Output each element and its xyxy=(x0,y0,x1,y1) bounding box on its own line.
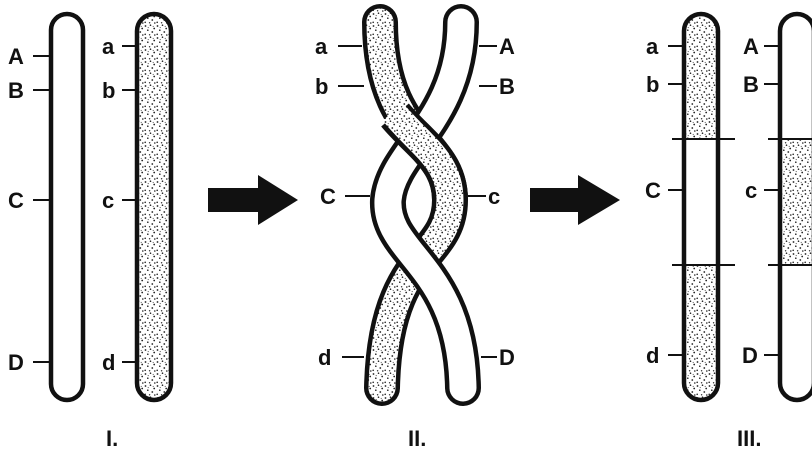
panel-3: a b C d A B c D III. xyxy=(645,14,812,451)
panel-2-locus-A: A xyxy=(499,34,515,59)
panel-3-locus-A: A xyxy=(743,34,759,59)
panel-1-locus-c: c xyxy=(102,188,114,213)
panel-1-locus-C: C xyxy=(8,188,24,213)
panel-1-left-locus-markers xyxy=(33,56,51,362)
panel-2-locus-c: c xyxy=(488,184,500,209)
panel-1-locus-D: D xyxy=(8,350,24,375)
panel-3-locus-a: a xyxy=(646,34,659,59)
panel-1-locus-A: A xyxy=(8,44,24,69)
panel-1-label: I. xyxy=(106,426,118,451)
panel-2-locus-a: a xyxy=(315,34,328,59)
panel-3-locus-d: d xyxy=(646,343,659,368)
panel-2-locus-C: C xyxy=(320,184,336,209)
panel-1: A B C D a b c d I. xyxy=(8,14,171,451)
panel-3-locus-c: c xyxy=(745,178,757,203)
panel-2-locus-markers xyxy=(338,46,497,357)
panel-2-locus-d: d xyxy=(318,345,331,370)
panel-3-right-speckled-segment xyxy=(780,139,812,265)
arrow-1-icon xyxy=(208,175,298,225)
panel-3-locus-B: B xyxy=(743,72,759,97)
panel-2: a b C d A B c D II. xyxy=(315,22,515,451)
panel-3-locus-C: C xyxy=(645,178,661,203)
panel-2-locus-B: B xyxy=(499,74,515,99)
panel-3-locus-D: D xyxy=(742,343,758,368)
panel-1-locus-B: B xyxy=(8,78,24,103)
panel-1-locus-d: d xyxy=(102,350,115,375)
panel-3-locus-b: b xyxy=(646,72,659,97)
arrow-2-icon xyxy=(530,175,620,225)
panel-3-left-plain-segment xyxy=(684,139,718,265)
panel-2-locus-b: b xyxy=(315,74,328,99)
panel-2-label: II. xyxy=(408,426,426,451)
panel-1-locus-a: a xyxy=(102,34,115,59)
panel-1-speckled-chromosome xyxy=(137,14,171,400)
panel-1-plain-chromosome xyxy=(51,14,83,400)
panel-3-label: III. xyxy=(737,426,761,451)
panel-2-locus-D: D xyxy=(499,345,515,370)
panel-1-locus-b: b xyxy=(102,78,115,103)
